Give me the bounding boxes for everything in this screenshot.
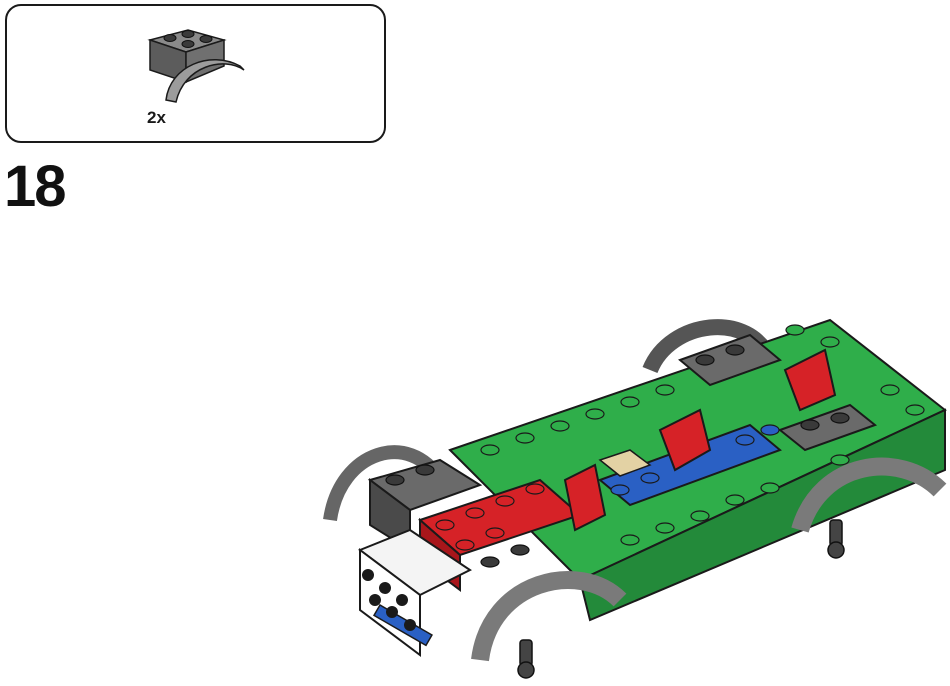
step-number: 18 [4,154,66,219]
part-quantity: 2x [147,108,166,127]
car-chassis-illustration [323,318,947,679]
mudguard-part-icon [147,29,245,103]
